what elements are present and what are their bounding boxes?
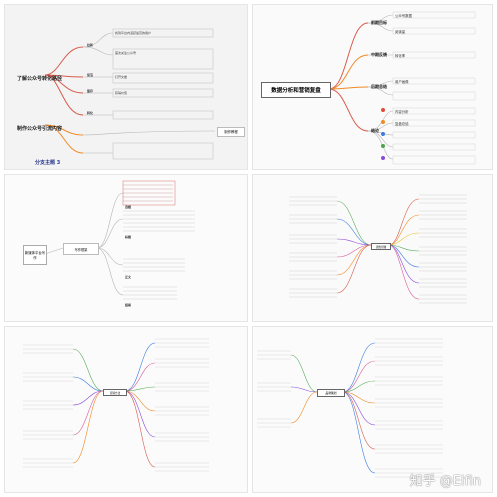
mindmap-1-leaf-3: 获得价值 bbox=[115, 91, 128, 95]
mindmap-panel-1: 了解公众号转化路径 制作公众号引流内容 分支主题 3 制作教程 拉新 促活 留存… bbox=[4, 4, 248, 170]
priority-dot-red bbox=[381, 108, 385, 112]
mindmap-1-root2: 制作公众号引流内容 bbox=[17, 126, 63, 132]
mindmap-3-label-0: 选题 bbox=[125, 205, 132, 209]
mindmap-panel-3: 新媒体平台写作 写作框架 选题 标题 正文 结尾 bbox=[4, 174, 248, 322]
mindmap-6-lines bbox=[257, 338, 443, 478]
mindmap-3-center: 写作框架 bbox=[63, 243, 99, 255]
mindmap-2-leaf-2: 转化率 bbox=[395, 54, 406, 58]
priority-dot-blue bbox=[381, 132, 385, 136]
mindmap-1-leaf-0: 找到平台内活跃最高的用户 bbox=[115, 31, 152, 35]
mindmap-1-leaf-1: 首次关注公众号 bbox=[115, 51, 137, 55]
mindmap-2-leaf-4: 内容分析 bbox=[395, 110, 409, 114]
mindmap-5-lines bbox=[23, 338, 209, 472]
mindmap-4-center: 思维导图 bbox=[371, 243, 391, 250]
mindmap-2-branch-2: 后期总结 bbox=[371, 84, 387, 89]
mindmap-2-lines bbox=[328, 11, 476, 165]
watermark-text: 知乎 @Elfin bbox=[409, 474, 481, 489]
mindmap-1-label-0: 拉新 bbox=[87, 43, 94, 47]
mindmap-1-rightbox: 制作教程 bbox=[217, 127, 245, 137]
mindmap-2-leaf-1: 阅读量 bbox=[395, 30, 406, 34]
mindmap-2-leaf-3: 用户画像 bbox=[395, 80, 409, 84]
mindmap-3-label-1: 标题 bbox=[125, 235, 132, 239]
mindmap-1-leaf-2: 打开文章 bbox=[115, 75, 128, 79]
mindmap-2-branch-1: 中期反馈 bbox=[371, 52, 387, 57]
mindmap-panel-4: 思维导图 bbox=[252, 174, 493, 322]
priority-dot-purple bbox=[381, 156, 385, 160]
mindmap-1-lines bbox=[44, 28, 216, 160]
mindmap-panel-5: 营销方法 bbox=[4, 326, 248, 493]
mindmap-1-root: 了解公众号转化路径 bbox=[17, 76, 63, 82]
mindmap-3-lines bbox=[44, 180, 195, 300]
mindmap-5-center: 营销方法 bbox=[103, 389, 127, 396]
mindmap-2-branch-0: 前期目标 bbox=[371, 20, 387, 25]
mindmap-2-branch-3: 结论 bbox=[371, 128, 379, 133]
priority-dot-green bbox=[381, 144, 385, 148]
mindmap-3-root: 新媒体平台写作 bbox=[23, 245, 47, 265]
mindmap-3-label-2: 正文 bbox=[125, 275, 132, 279]
mindmap-2-root: 数据分析和营销复盘 bbox=[261, 82, 331, 98]
mindmap-6-center: 品牌策划 bbox=[317, 389, 345, 397]
priority-dot-orange bbox=[381, 120, 385, 124]
mindmap-4-lines bbox=[289, 194, 467, 304]
mindmap-panel-6: 品牌策划 bbox=[252, 326, 493, 493]
mindmap-1-footer: 分支主题 3 bbox=[35, 160, 61, 166]
mindmap-1-label-2: 留存 bbox=[87, 89, 94, 93]
mindmap-1-label-1: 促活 bbox=[87, 73, 94, 77]
mindmap-3-label-3: 结尾 bbox=[125, 303, 132, 307]
mindmap-1-label-3: 转化 bbox=[87, 111, 94, 115]
mindmap-2-leaf-0: 公众号数据 bbox=[395, 14, 412, 18]
mindmap-panel-2: 数据分析和营销复盘 前期目标 中期反馈 后期总结 结论 公众号数据 阅读量 转化… bbox=[252, 4, 493, 170]
mindmap-2-leaf-5: 复盘总结 bbox=[395, 122, 409, 126]
